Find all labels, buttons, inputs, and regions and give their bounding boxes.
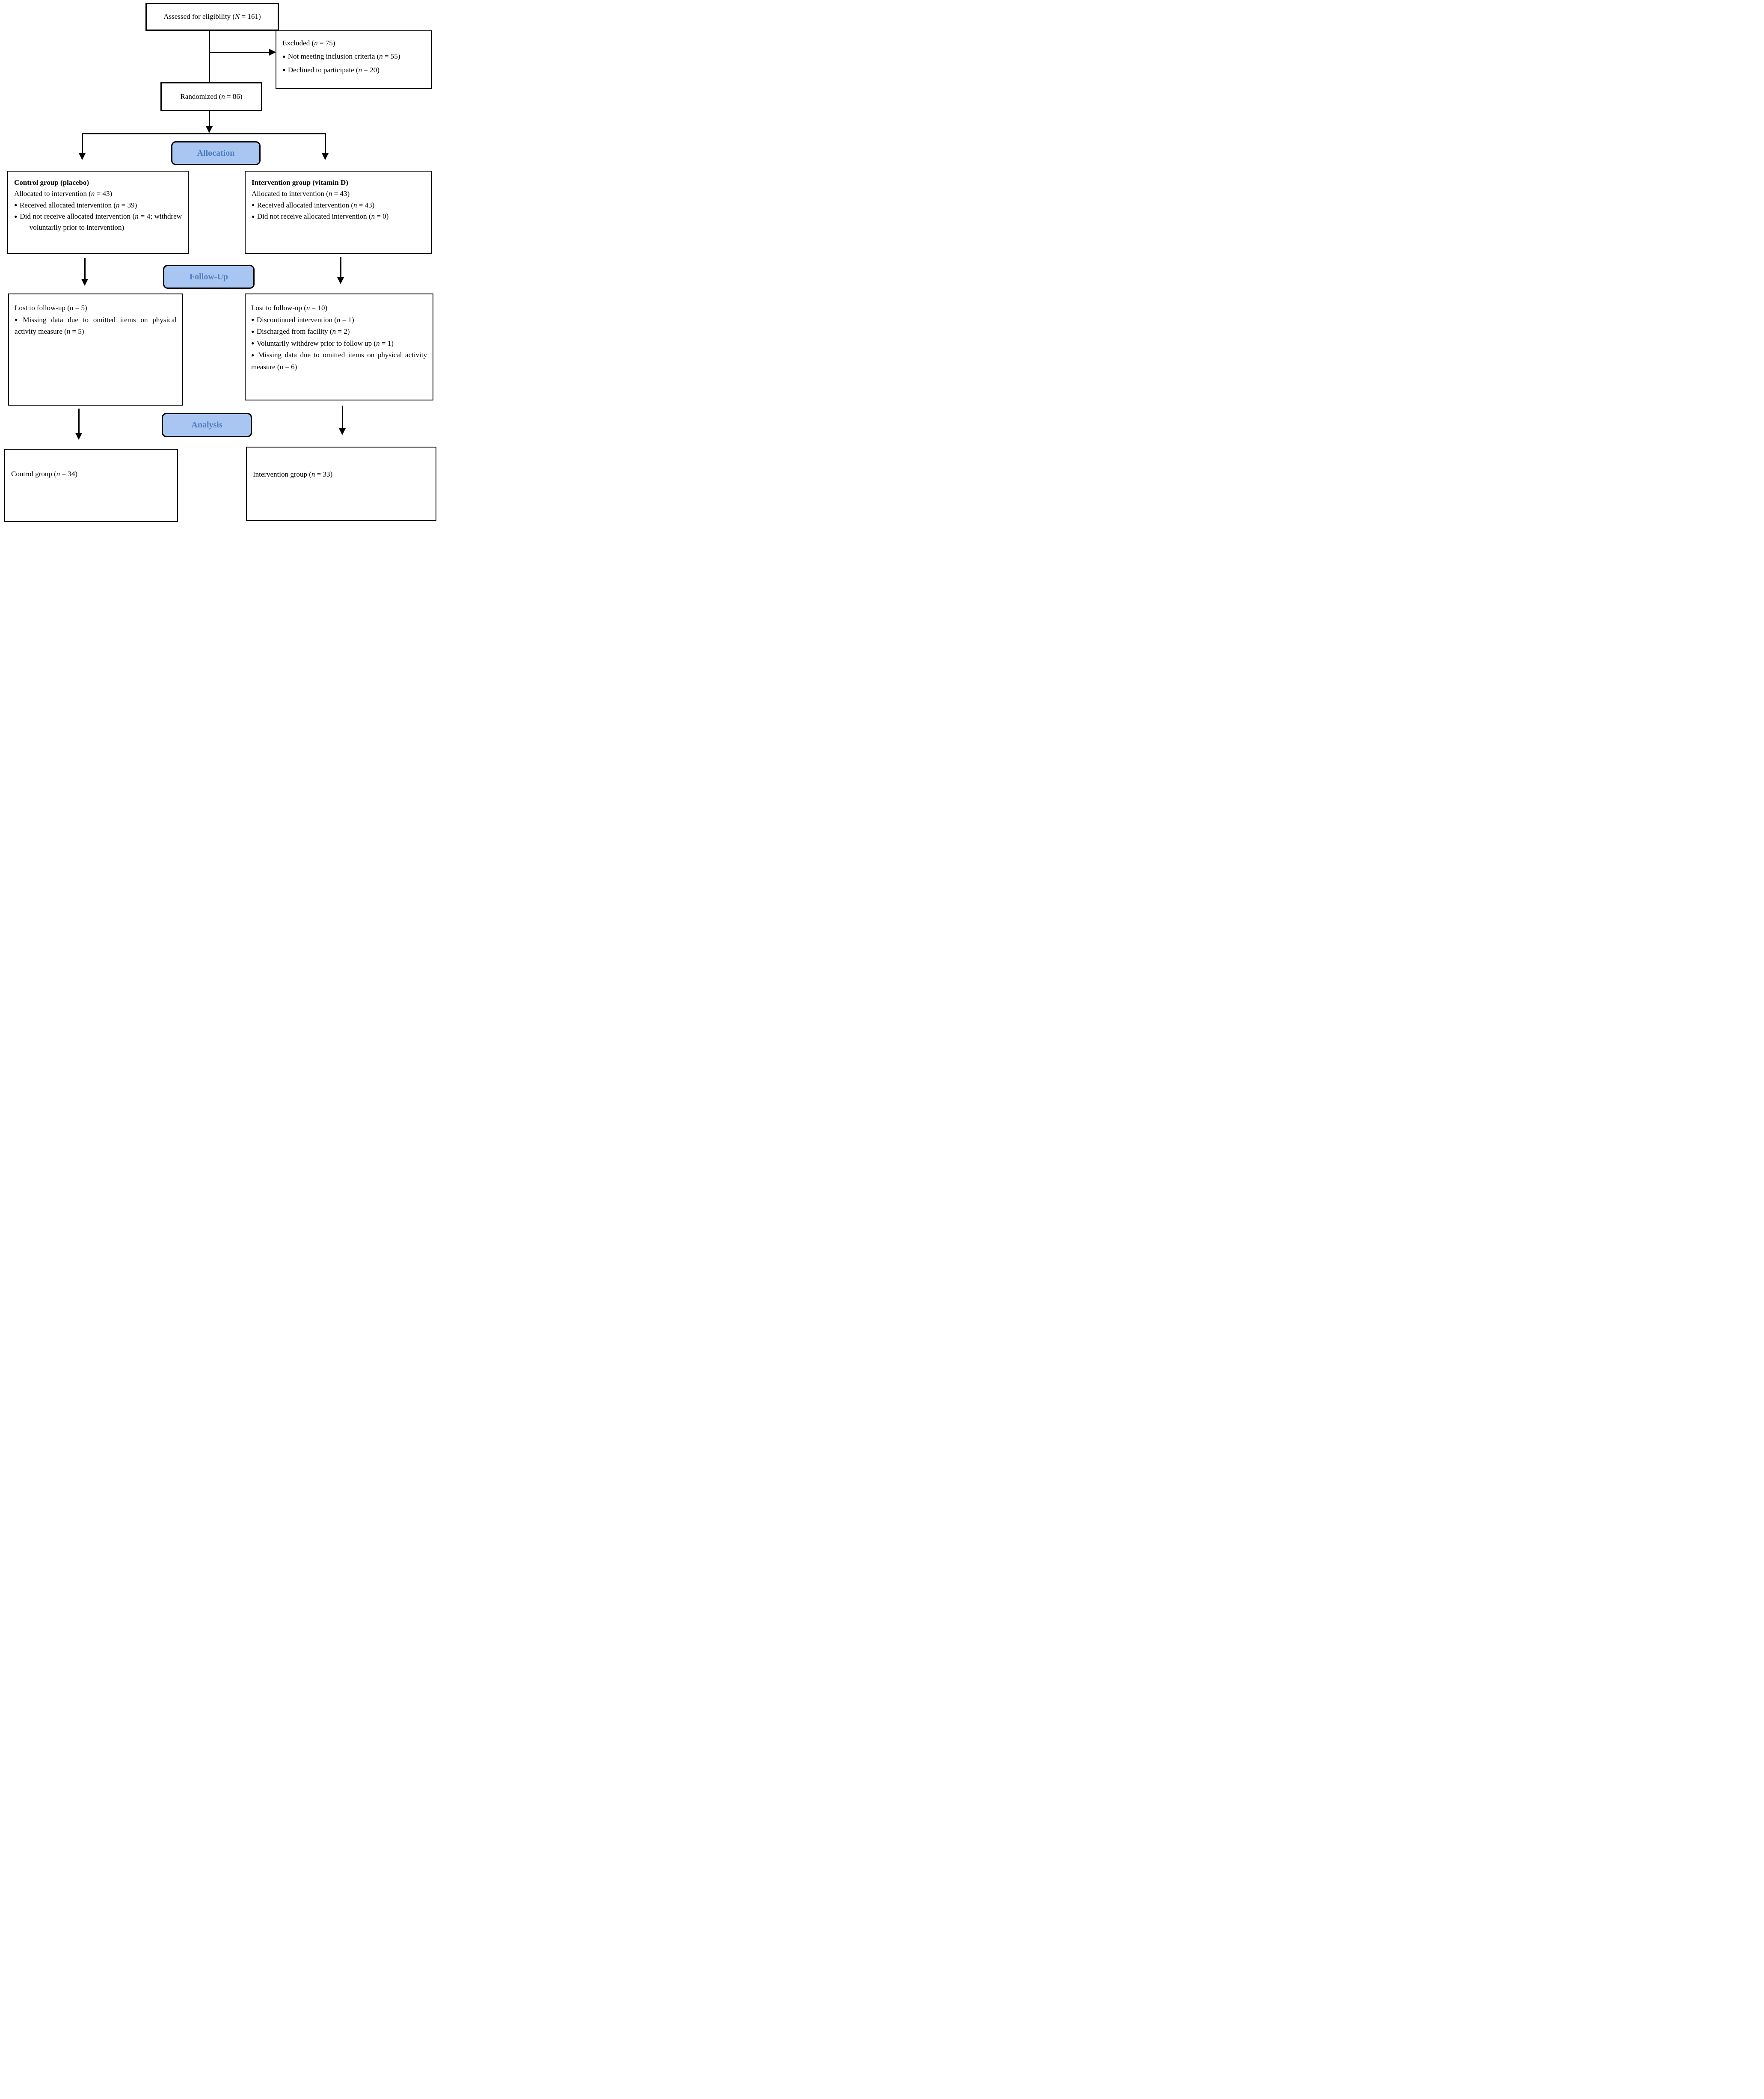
analysis-intervention-text: Intervention group (n = 33): [253, 469, 430, 480]
bullet-icon: ●: [282, 53, 286, 59]
consort-flow-diagram: Assessed for eligibility (N = 161) Exclu…: [0, 0, 441, 525]
allocation-banner-label: Allocation: [197, 148, 235, 158]
analysis-intervention-box: Intervention group (n = 33): [246, 447, 436, 521]
control-group-item: ●Did not receive allocated intervention …: [14, 211, 182, 234]
followup-control-item: ●Missing data due to omitted items on ph…: [15, 314, 177, 338]
bullet-icon: ●: [251, 328, 255, 335]
arrowhead-control-followup-icon: [81, 279, 88, 286]
connector-randomized-split: [209, 111, 210, 127]
followup-intervention-box: Lost to follow-up (n = 10) ●Discontinued…: [245, 294, 433, 400]
excluded-title: Excluded (n = 75): [282, 36, 425, 50]
arrowhead-excluded-icon: [269, 49, 276, 56]
bullet-icon: ●: [251, 317, 255, 323]
analysis-banner-label: Analysis: [191, 420, 222, 430]
intervention-group-title: Intervention group (vitamin D): [252, 178, 348, 187]
control-group-item-text: Did not receive allocated intervention (…: [20, 212, 182, 232]
followup-intervention-item: ●Missing data due to omitted items on ph…: [251, 349, 427, 373]
analysis-banner: Analysis: [162, 413, 252, 437]
followup-control-box: Lost to follow-up (n = 5) ●Missing data …: [8, 294, 183, 406]
followup-control-item-text: Missing data due to omitted items on phy…: [15, 315, 177, 336]
bullet-icon: ●: [251, 352, 256, 358]
connector-assessed-randomized: [209, 31, 210, 82]
followup-intervention-item: ●Discontinued intervention (n = 1): [251, 314, 427, 326]
arrowhead-intervention-analysis-icon: [339, 428, 346, 435]
excluded-title-text: Excluded (n = 75): [282, 39, 335, 47]
bullet-icon: ●: [252, 213, 255, 219]
intervention-group-subtitle-text: Allocated to intervention (n = 43): [252, 190, 350, 198]
bullet-icon: ●: [282, 67, 286, 73]
excluded-item-text: Declined to participate (n = 20): [288, 65, 379, 74]
connector-excluded-line: [210, 52, 270, 53]
followup-control-title: Lost to follow-up (n = 5): [15, 302, 177, 314]
excluded-box: Excluded (n = 75) ●Not meeting inclusion…: [276, 30, 432, 89]
followup-intervention-title-text: Lost to follow-up (n = 10): [251, 304, 328, 312]
intervention-group-subtitle: Allocated to intervention (n = 43): [252, 188, 425, 199]
excluded-item-text: Not meeting inclusion criteria (n = 55): [288, 52, 400, 61]
connector-split-intervention: [325, 133, 326, 154]
intervention-group-item: ●Did not receive allocated intervention …: [252, 211, 425, 222]
control-group-subtitle: Allocated to intervention (n = 43): [14, 188, 182, 199]
intervention-group-item-text: Received allocated intervention (n = 43): [257, 201, 375, 209]
analysis-control-text-inner: Control group (n = 34): [11, 470, 78, 478]
followup-banner-label: Follow-Up: [190, 272, 228, 282]
arrowhead-intervention-followup-icon: [337, 277, 344, 284]
control-group-item-text: Received allocated intervention (n = 39): [19, 201, 137, 209]
intervention-group-item-text: Did not receive allocated intervention (…: [257, 212, 389, 221]
followup-intervention-item: ●Discharged from facility (n = 2): [251, 326, 427, 338]
analysis-intervention-text-inner: Intervention group (n = 33): [253, 470, 333, 478]
connector-control-analysis: [78, 409, 80, 433]
allocation-banner: Allocation: [171, 141, 261, 165]
assessed-eligibility-box: Assessed for eligibility (N = 161): [145, 3, 279, 31]
followup-banner: Follow-Up: [163, 265, 255, 289]
followup-intervention-item: ●Voluntarily withdrew prior to follow up…: [251, 338, 427, 350]
bullet-icon: ●: [14, 202, 18, 208]
followup-intervention-item-text: Discontinued intervention (n = 1): [256, 315, 354, 324]
arrowhead-split-icon: [206, 126, 213, 133]
arrowhead-control-analysis-icon: [75, 433, 82, 440]
followup-intervention-item-text: Missing data due to omitted items on phy…: [251, 351, 427, 371]
excluded-item: ●Declined to participate (n = 20): [282, 63, 425, 77]
connector-intervention-followup: [340, 257, 341, 278]
followup-intervention-title: Lost to follow-up (n = 10): [251, 302, 427, 314]
control-group-subtitle-text: Allocated to intervention (n = 43): [14, 190, 113, 198]
connector-split-line: [82, 133, 326, 134]
randomized-text: Randomized (n = 86): [180, 92, 243, 101]
intervention-group-box: Intervention group (vitamin D) Allocated…: [245, 171, 432, 254]
connector-control-followup: [84, 258, 86, 279]
assessed-eligibility-text: Assessed for eligibility (N = 161): [163, 12, 261, 21]
followup-intervention-item-text: Voluntarily withdrew prior to follow up …: [256, 339, 394, 347]
analysis-control-text: Control group (n = 34): [11, 468, 171, 480]
randomized-box: Randomized (n = 86): [160, 82, 262, 111]
bullet-icon: ●: [251, 340, 255, 347]
control-group-box: Control group (placebo) Allocated to int…: [7, 171, 189, 254]
bullet-icon: ●: [252, 202, 255, 208]
control-group-item: ●Received allocated intervention (n = 39…: [14, 200, 182, 211]
connector-intervention-analysis: [342, 406, 343, 429]
arrowhead-control-icon: [79, 153, 86, 160]
connector-split-control: [82, 133, 83, 154]
bullet-icon: ●: [14, 213, 18, 219]
excluded-item: ●Not meeting inclusion criteria (n = 55): [282, 50, 425, 63]
bullet-icon: ●: [15, 317, 21, 323]
followup-intervention-item-text: Discharged from facility (n = 2): [256, 327, 350, 336]
intervention-group-item: ●Received allocated intervention (n = 43…: [252, 200, 425, 211]
control-group-title: Control group (placebo): [14, 178, 89, 187]
followup-control-title-text: Lost to follow-up (n = 5): [15, 304, 87, 312]
analysis-control-box: Control group (n = 34): [4, 449, 178, 522]
arrowhead-intervention-icon: [322, 153, 329, 160]
